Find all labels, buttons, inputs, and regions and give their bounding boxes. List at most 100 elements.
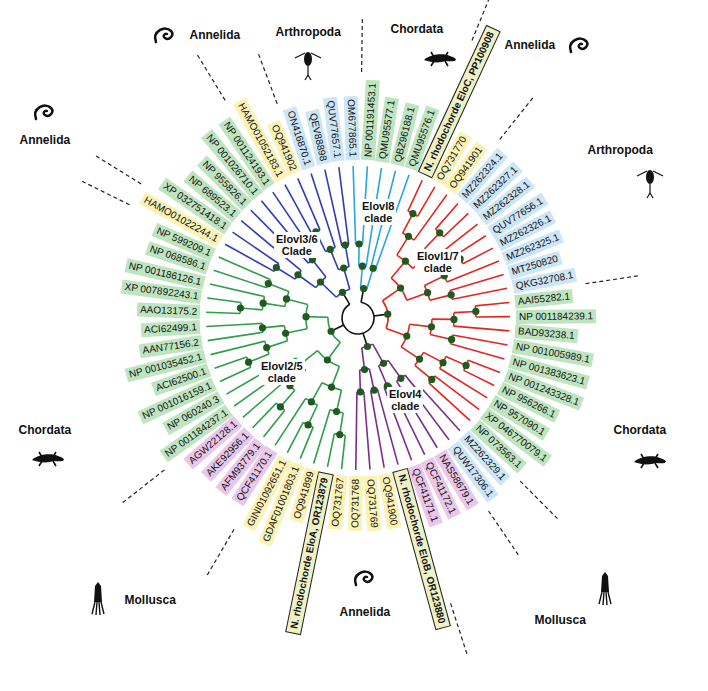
support-dot — [302, 313, 309, 320]
taxon-label: Mollusca — [125, 593, 176, 607]
tree-branch — [440, 357, 446, 369]
support-dot — [317, 278, 324, 285]
support-dot — [283, 295, 290, 302]
taxon-label: Annelida — [20, 133, 71, 147]
tree-branch — [415, 352, 424, 365]
group-divider — [451, 603, 468, 655]
support-dot — [260, 300, 267, 307]
group-divider — [196, 53, 225, 100]
support-dot — [384, 311, 391, 318]
tree-branch — [263, 410, 284, 437]
support-dot — [403, 332, 410, 339]
group-divider — [585, 276, 639, 284]
tree-branch — [401, 324, 409, 347]
taxon-label: Annelida — [505, 38, 556, 52]
support-dot — [448, 336, 455, 343]
support-dot — [450, 316, 457, 323]
taxon-label: Chordata — [614, 423, 667, 437]
tree-branch — [464, 370, 494, 385]
support-dot — [328, 383, 335, 390]
tree-branch — [208, 332, 263, 340]
tree-branch — [295, 271, 301, 279]
tree-branch — [314, 410, 330, 464]
taxon-label: Annelida — [340, 605, 391, 619]
taxon-label: Chordata — [391, 22, 444, 36]
accession-text: NP 001191453.1 — [362, 83, 378, 158]
support-dot — [428, 323, 435, 330]
support-dot — [273, 264, 280, 271]
support-dot — [305, 421, 312, 428]
tree-branch — [397, 375, 405, 381]
support-dot — [360, 285, 367, 292]
support-dot — [336, 431, 343, 438]
tree-branch — [391, 278, 407, 300]
group-divider — [500, 96, 534, 139]
accession-text: OM677865.1 — [346, 99, 359, 157]
support-dot — [472, 308, 479, 315]
clade-label: Elovl8 clade — [360, 199, 396, 225]
tree-branch — [325, 170, 342, 246]
support-dot — [361, 366, 368, 373]
tree-branch — [450, 275, 504, 291]
worm-icon — [155, 29, 172, 42]
support-dot — [439, 359, 446, 366]
salamander-icon — [634, 454, 666, 468]
tree-branch — [450, 344, 504, 359]
taxon-label: Mollusca — [535, 613, 586, 627]
taxon-icons — [32, 29, 666, 615]
arthropod-icon — [637, 170, 663, 198]
tree-branch — [468, 360, 500, 372]
tree-branch — [306, 398, 318, 405]
support-dot — [245, 359, 252, 366]
worm-icon — [35, 106, 52, 119]
tree-branch — [220, 367, 251, 381]
group-divider — [520, 481, 559, 520]
support-dot — [364, 343, 371, 350]
taxon-label: Arthropoda — [588, 143, 653, 157]
support-dot — [359, 263, 366, 270]
support-dot — [355, 240, 362, 247]
support-dot — [265, 280, 272, 287]
squid-icon — [599, 572, 611, 605]
sequence-label: OQ731768 — [348, 476, 363, 531]
tree-branch — [215, 357, 247, 368]
tree-branch — [219, 257, 270, 279]
tree-branch — [327, 434, 334, 467]
support-dot — [380, 360, 387, 367]
tree-branch — [444, 213, 469, 236]
tree-branch — [403, 233, 414, 240]
support-dot — [371, 387, 378, 394]
tree-branch — [207, 298, 241, 302]
accession-text: OQ731769 — [366, 478, 381, 528]
group-divider — [489, 511, 520, 557]
tree-branch — [206, 323, 262, 326]
tree-branch — [287, 422, 303, 452]
accession-text: OQ731767 — [329, 477, 345, 527]
support-dot — [416, 356, 423, 363]
support-dot — [277, 403, 284, 410]
support-dot — [428, 376, 435, 383]
support-dot — [327, 246, 334, 253]
support-dot — [340, 264, 347, 271]
accession-text: ACI62499.1 — [144, 321, 197, 335]
tree-branch — [364, 392, 370, 470]
accession-text: NP 001184239.1 — [519, 310, 593, 322]
clade-label: Elovl1/7 clade — [415, 249, 461, 275]
tree-branch — [457, 236, 486, 254]
tree-branch — [435, 376, 480, 410]
support-dot — [308, 398, 315, 405]
taxon-label: Annelida — [190, 28, 241, 42]
support-dot — [339, 289, 346, 296]
tree-branch — [342, 435, 346, 469]
tree-branch — [429, 376, 435, 383]
tree-branch — [243, 381, 285, 418]
tree-branch — [225, 244, 274, 271]
salamander-icon — [424, 52, 456, 66]
tree-branch — [285, 185, 312, 234]
sequence-label: NP 001184239.1 — [516, 309, 596, 324]
tree-branch — [206, 312, 240, 313]
sequence-label: ACI62499.1 — [141, 320, 201, 337]
tree-branch — [356, 392, 357, 470]
support-dot — [324, 356, 331, 363]
